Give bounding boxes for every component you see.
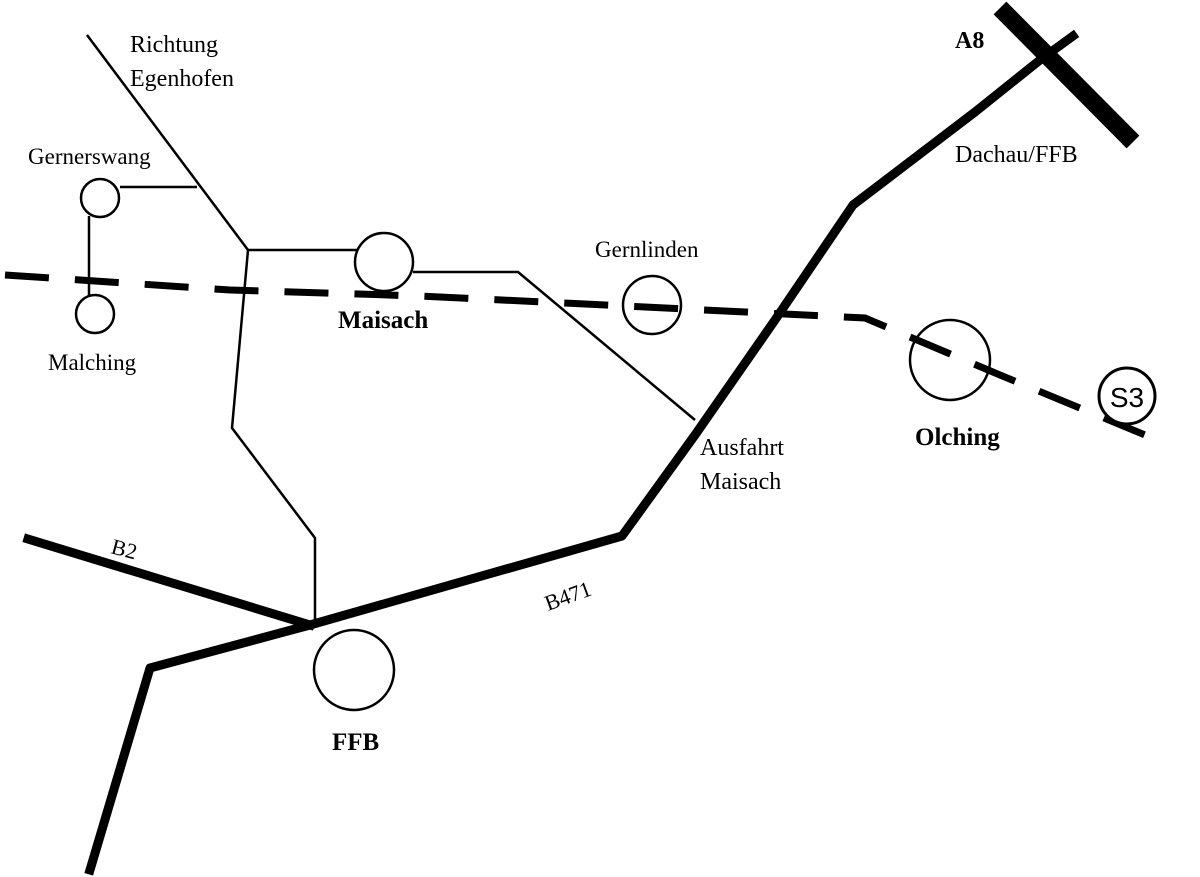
ausfahrt-maisach-label: Maisach bbox=[700, 469, 781, 495]
b471-road bbox=[84, 29, 1080, 876]
olching-label: Olching bbox=[915, 424, 1000, 451]
a8-motorway bbox=[993, 1, 1140, 149]
malching-label: Malching bbox=[48, 350, 137, 375]
gernerswang-label: Gernerswang bbox=[28, 144, 151, 169]
ffb-label: FFB bbox=[332, 729, 379, 756]
maisach-label: Maisach bbox=[338, 307, 428, 334]
s3-badge-label: S3 bbox=[1110, 382, 1144, 413]
b471-label: B471 bbox=[541, 576, 594, 616]
gernlinden-label: Gernlinden bbox=[595, 237, 699, 262]
a8-label: A8 bbox=[955, 28, 984, 54]
s3-rail-line bbox=[4, 271, 1164, 446]
ffb-circle bbox=[312, 628, 396, 712]
maisach-circle bbox=[353, 231, 415, 293]
egenhofen-label: Egenhofen bbox=[130, 66, 234, 92]
s3-badge-circle bbox=[1097, 366, 1157, 426]
dachau-ffb-label: Dachau/FFB bbox=[955, 142, 1078, 168]
malching-circle bbox=[74, 293, 116, 335]
richtung-label: Richtung bbox=[130, 32, 218, 58]
road-maisach-east bbox=[413, 270, 696, 421]
olching-circle bbox=[908, 318, 992, 402]
b2-road bbox=[22, 533, 316, 631]
road-maisach-ffb bbox=[230, 249, 317, 625]
ausfahrt-label: Ausfahrt bbox=[700, 435, 784, 461]
road-egenhofen bbox=[85, 34, 250, 251]
gernlinden-circle bbox=[621, 274, 683, 336]
gernerswang-circle bbox=[79, 177, 121, 219]
b2-label: B2 bbox=[109, 534, 140, 565]
